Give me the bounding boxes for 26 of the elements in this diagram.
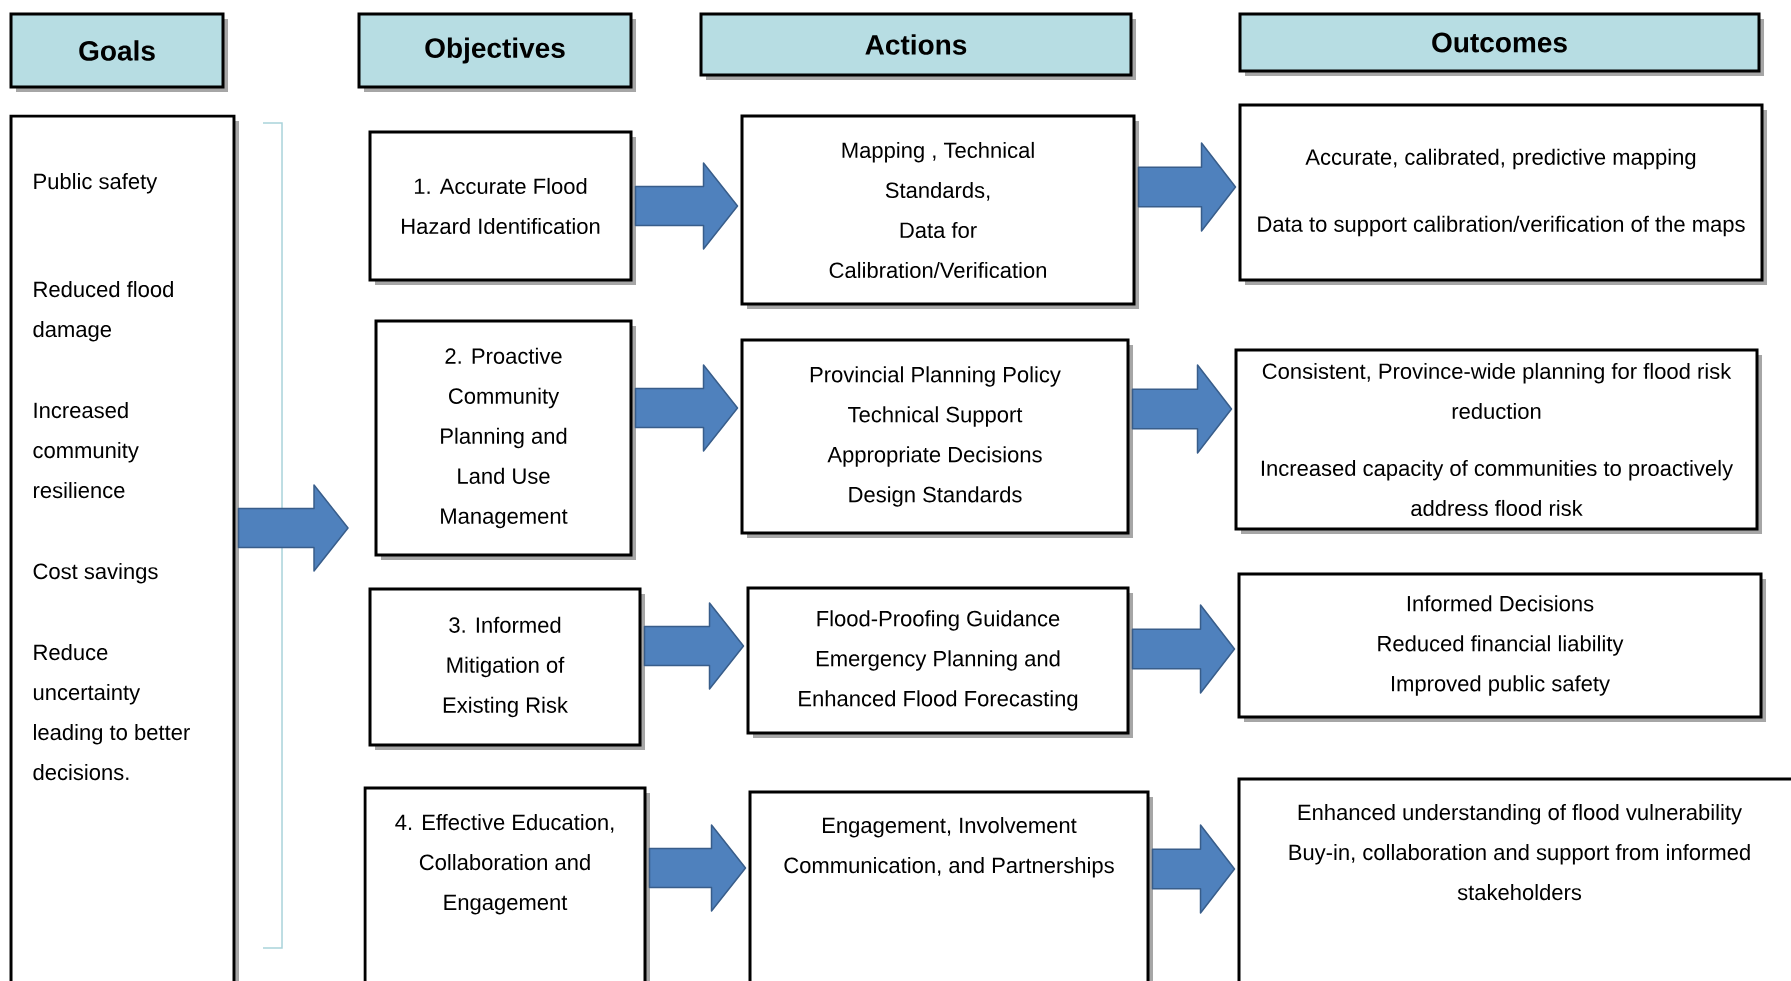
- header-box: Objectives: [357, 12, 636, 92]
- block-arrow: [1151, 824, 1236, 914]
- block-arrow: [634, 364, 739, 452]
- text-box: Consistent, Province-wide planning for flood risk reduction Increased capacity of communities to proactively address flood risk: [1234, 348, 1762, 534]
- goals-box: Public safety Reduced flood damage Increased community resilience Cost savings Reduce uncertainty leading to better decisions.: [9, 114, 239, 981]
- block-arrow: [1137, 142, 1237, 232]
- text-box: Informed Decisions Reduced financial liability Improved public safety: [1237, 572, 1766, 722]
- text-box: Accurate, calibrated, predictive mapping Data to support calibration/verification of the maps: [1238, 103, 1767, 285]
- text-box: Provincial Planning Policy Technical Support Appropriate Decisions Design Standards: [740, 338, 1133, 538]
- text-box: 1. Accurate Flood Hazard Identification: [368, 130, 636, 285]
- block-arrow: [237, 484, 349, 572]
- header-box: Actions: [699, 12, 1136, 80]
- block-arrow: [634, 162, 739, 250]
- header-box: Goals: [9, 12, 228, 92]
- text-box: Engagement, Involvement Communication, and Partnerships: [748, 790, 1153, 981]
- text-box: 2. Proactive Community Planning and Land Use Management: [374, 319, 636, 560]
- text-box: 3. Informed Mitigation of Existing Risk: [368, 587, 645, 750]
- block-arrow: [1131, 364, 1233, 454]
- block-arrow: [1131, 604, 1236, 694]
- text-box: Enhanced understanding of flood vulnerability Buy-in, collaboration and support from informed stakeholders: [1237, 777, 1791, 981]
- text-box: Mapping , Technical Standards, Data for Calibration/Verification: [740, 114, 1139, 309]
- text-box: Flood-Proofing Guidance Emergency Planning and Enhanced Flood Forecasting: [746, 586, 1133, 738]
- text-box: 4. Effective Education, Collaboration and Engagement: [363, 786, 650, 981]
- block-arrow: [648, 824, 747, 912]
- block-arrow: [643, 602, 745, 690]
- header-box: Outcomes: [1238, 12, 1764, 76]
